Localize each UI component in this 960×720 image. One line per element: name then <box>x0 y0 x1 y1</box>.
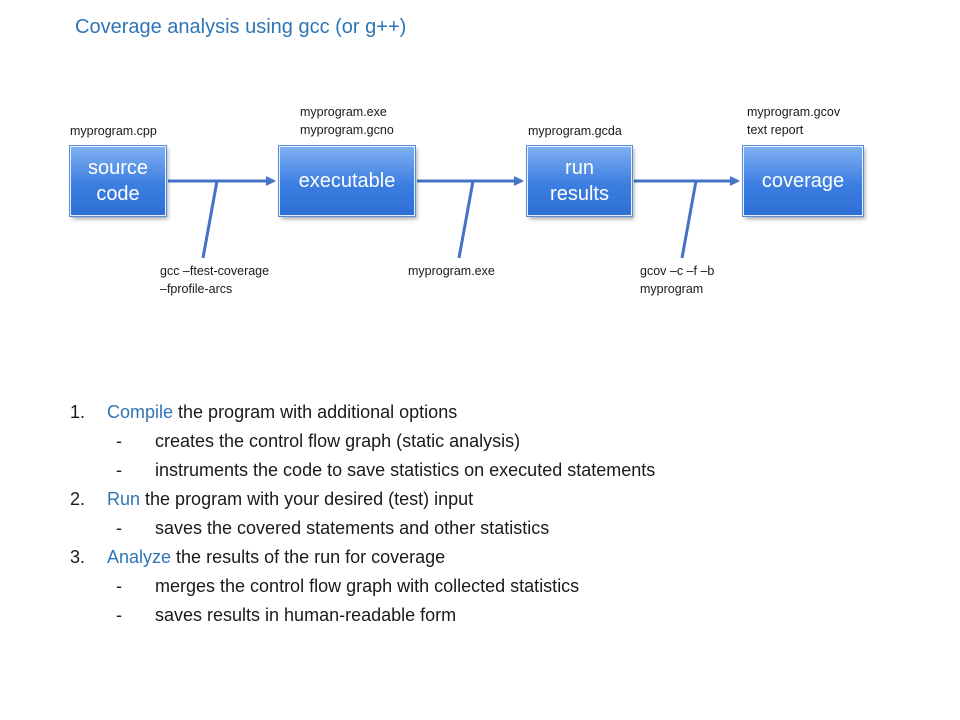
command-gcov: gcov –c –f –b myprogram <box>640 262 714 298</box>
step-number: 1. <box>70 402 86 422</box>
command-compile: gcc –ftest-coverage –fprofile-arcs <box>160 262 269 298</box>
label-coverage-files: myprogram.gcov text report <box>747 103 840 139</box>
label-line: myprogram.gcda <box>528 124 622 138</box>
step-item: 3. Analyze the results of the run for co… <box>70 543 655 572</box>
sub-text: creates the control flow graph (static a… <box>155 431 521 451</box>
label-line: text report <box>747 123 804 137</box>
label-line: myprogram.cpp <box>70 124 157 138</box>
box-label: run <box>565 157 594 179</box>
box-label: code <box>96 183 140 205</box>
dash: - <box>116 460 122 480</box>
command-line: –fprofile-arcs <box>160 282 233 296</box>
step-item: 2. Run the program with your desired (te… <box>70 485 655 514</box>
sub-text: saves results in human-readable form <box>155 605 457 625</box>
label-myprogram-cpp: myprogram.cpp <box>70 122 157 140</box>
command-line: myprogram <box>640 282 704 296</box>
sub-item: - instruments the code to save statistic… <box>70 456 655 485</box>
label-line: myprogram.gcov <box>747 105 841 119</box>
box-source-code: source code <box>70 146 166 216</box>
connector-run <box>457 180 475 259</box>
box-coverage: coverage <box>743 146 863 216</box>
sub-item: - saves the covered statements and other… <box>70 514 655 543</box>
label-line: myprogram.gcno <box>300 123 394 137</box>
slide-title: Coverage analysis using gcc (or g++) <box>75 16 407 38</box>
dash: - <box>116 518 122 538</box>
step-keyword: Compile <box>107 402 174 422</box>
sub-item: - creates the control flow graph (static… <box>70 427 655 456</box>
step-keyword: Run <box>107 489 141 509</box>
dash: - <box>116 431 122 451</box>
dash: - <box>116 605 122 625</box>
steps-list: 1. Compile the program with additional o… <box>70 398 655 630</box>
label-myprogram-gcda: myprogram.gcda <box>528 122 622 140</box>
command-line: gcc –ftest-coverage <box>160 264 270 278</box>
connector-gcov <box>680 180 698 259</box>
sub-item: - merges the control flow graph with col… <box>70 572 655 601</box>
step-text: the program with your desired (test) inp… <box>140 489 474 509</box>
step-text: the program with additional options <box>173 402 458 422</box>
box-label: executable <box>298 170 396 192</box>
sub-text: merges the control flow graph with colle… <box>155 576 580 596</box>
sub-item: - saves results in human-readable form <box>70 601 655 630</box>
command-line: myprogram.exe <box>408 264 495 278</box>
dash: - <box>116 576 122 596</box>
sub-text: instruments the code to save statistics … <box>155 460 656 480</box>
box-run-results: run results <box>527 146 632 216</box>
box-executable: executable <box>279 146 415 216</box>
label-executable-files: myprogram.exe myprogram.gcno <box>300 103 394 139</box>
step-item: 1. Compile the program with additional o… <box>70 398 655 427</box>
command-line: gcov –c –f –b <box>640 264 715 278</box>
box-label: source <box>87 157 149 179</box>
step-keyword: Analyze <box>107 547 172 567</box>
step-text: the results of the run for coverage <box>171 547 446 567</box>
box-label: coverage <box>761 170 845 192</box>
box-label: results <box>550 183 609 205</box>
connector-compile <box>201 180 219 259</box>
step-number: 3. <box>70 547 86 567</box>
command-run: myprogram.exe <box>408 262 495 280</box>
label-line: myprogram.exe <box>300 105 387 119</box>
step-number: 2. <box>70 489 86 509</box>
sub-text: saves the covered statements and other s… <box>155 518 550 538</box>
